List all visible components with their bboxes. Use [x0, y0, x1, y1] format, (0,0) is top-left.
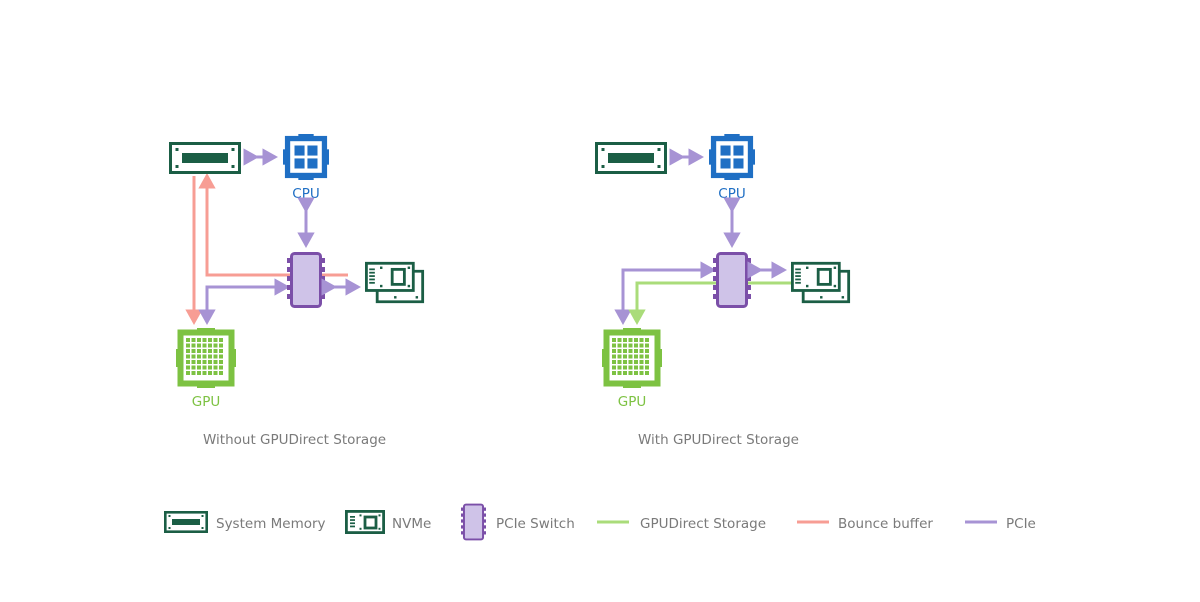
legend-label-bounce-buffer: Bounce buffer [838, 516, 933, 532]
cpu-label: CPU [292, 186, 319, 202]
system-memory-icon [164, 511, 208, 533]
gpu-label: GPU [192, 394, 220, 410]
legend: System Memory NVMe PCIe Switch GPUDirect… [164, 503, 1036, 541]
nvme-icon [345, 510, 385, 534]
legend-label-system-memory: System Memory [216, 516, 326, 532]
gpu-icon [602, 328, 662, 388]
nvme-icon [364, 261, 425, 304]
system-memory-icon [169, 142, 241, 174]
link-pcie-switch-to-gpu [198, 285, 285, 326]
legend-item-bounce-buffer: Bounce buffer [797, 516, 933, 532]
pcie-switch-icon [461, 503, 486, 541]
panel-caption-with-gds: With GPUDirect Storage [638, 432, 799, 448]
gpu-label: GPU [618, 394, 646, 410]
pcie-switch-icon [713, 252, 751, 308]
legend-item-pcie: PCIe [965, 516, 1036, 532]
panel-caption-without-gds: Without GPUDirect Storage [203, 432, 386, 448]
legend-item-pcie-switch: PCIe Switch [461, 503, 575, 541]
panel-with-gds: CPU GPU With GPUDirect Storage [595, 134, 851, 448]
cpu-label: CPU [718, 186, 745, 202]
pcie-switch-icon [287, 252, 325, 308]
legend-label-pcie: PCIe [1006, 516, 1036, 532]
legend-label-pcie-switch: PCIe Switch [496, 516, 575, 532]
legend-label-nvme: NVMe [392, 516, 431, 532]
nvme-icon [790, 261, 851, 304]
legend-item-gpudirect-storage: GPUDirect Storage [597, 516, 766, 532]
legend-label-gpudirect-storage: GPUDirect Storage [640, 516, 766, 532]
gpu-icon [176, 328, 236, 388]
link-bounce-buffer-to-system-memory [198, 172, 348, 277]
legend-item-nvme: NVMe [345, 510, 431, 534]
panel-without-gds: CPU GPU Without GPUDirect Storage [169, 134, 425, 448]
cpu-icon [709, 134, 755, 180]
legend-item-system-memory: System Memory [164, 511, 326, 533]
cpu-icon [283, 134, 329, 180]
system-memory-icon [595, 142, 667, 174]
